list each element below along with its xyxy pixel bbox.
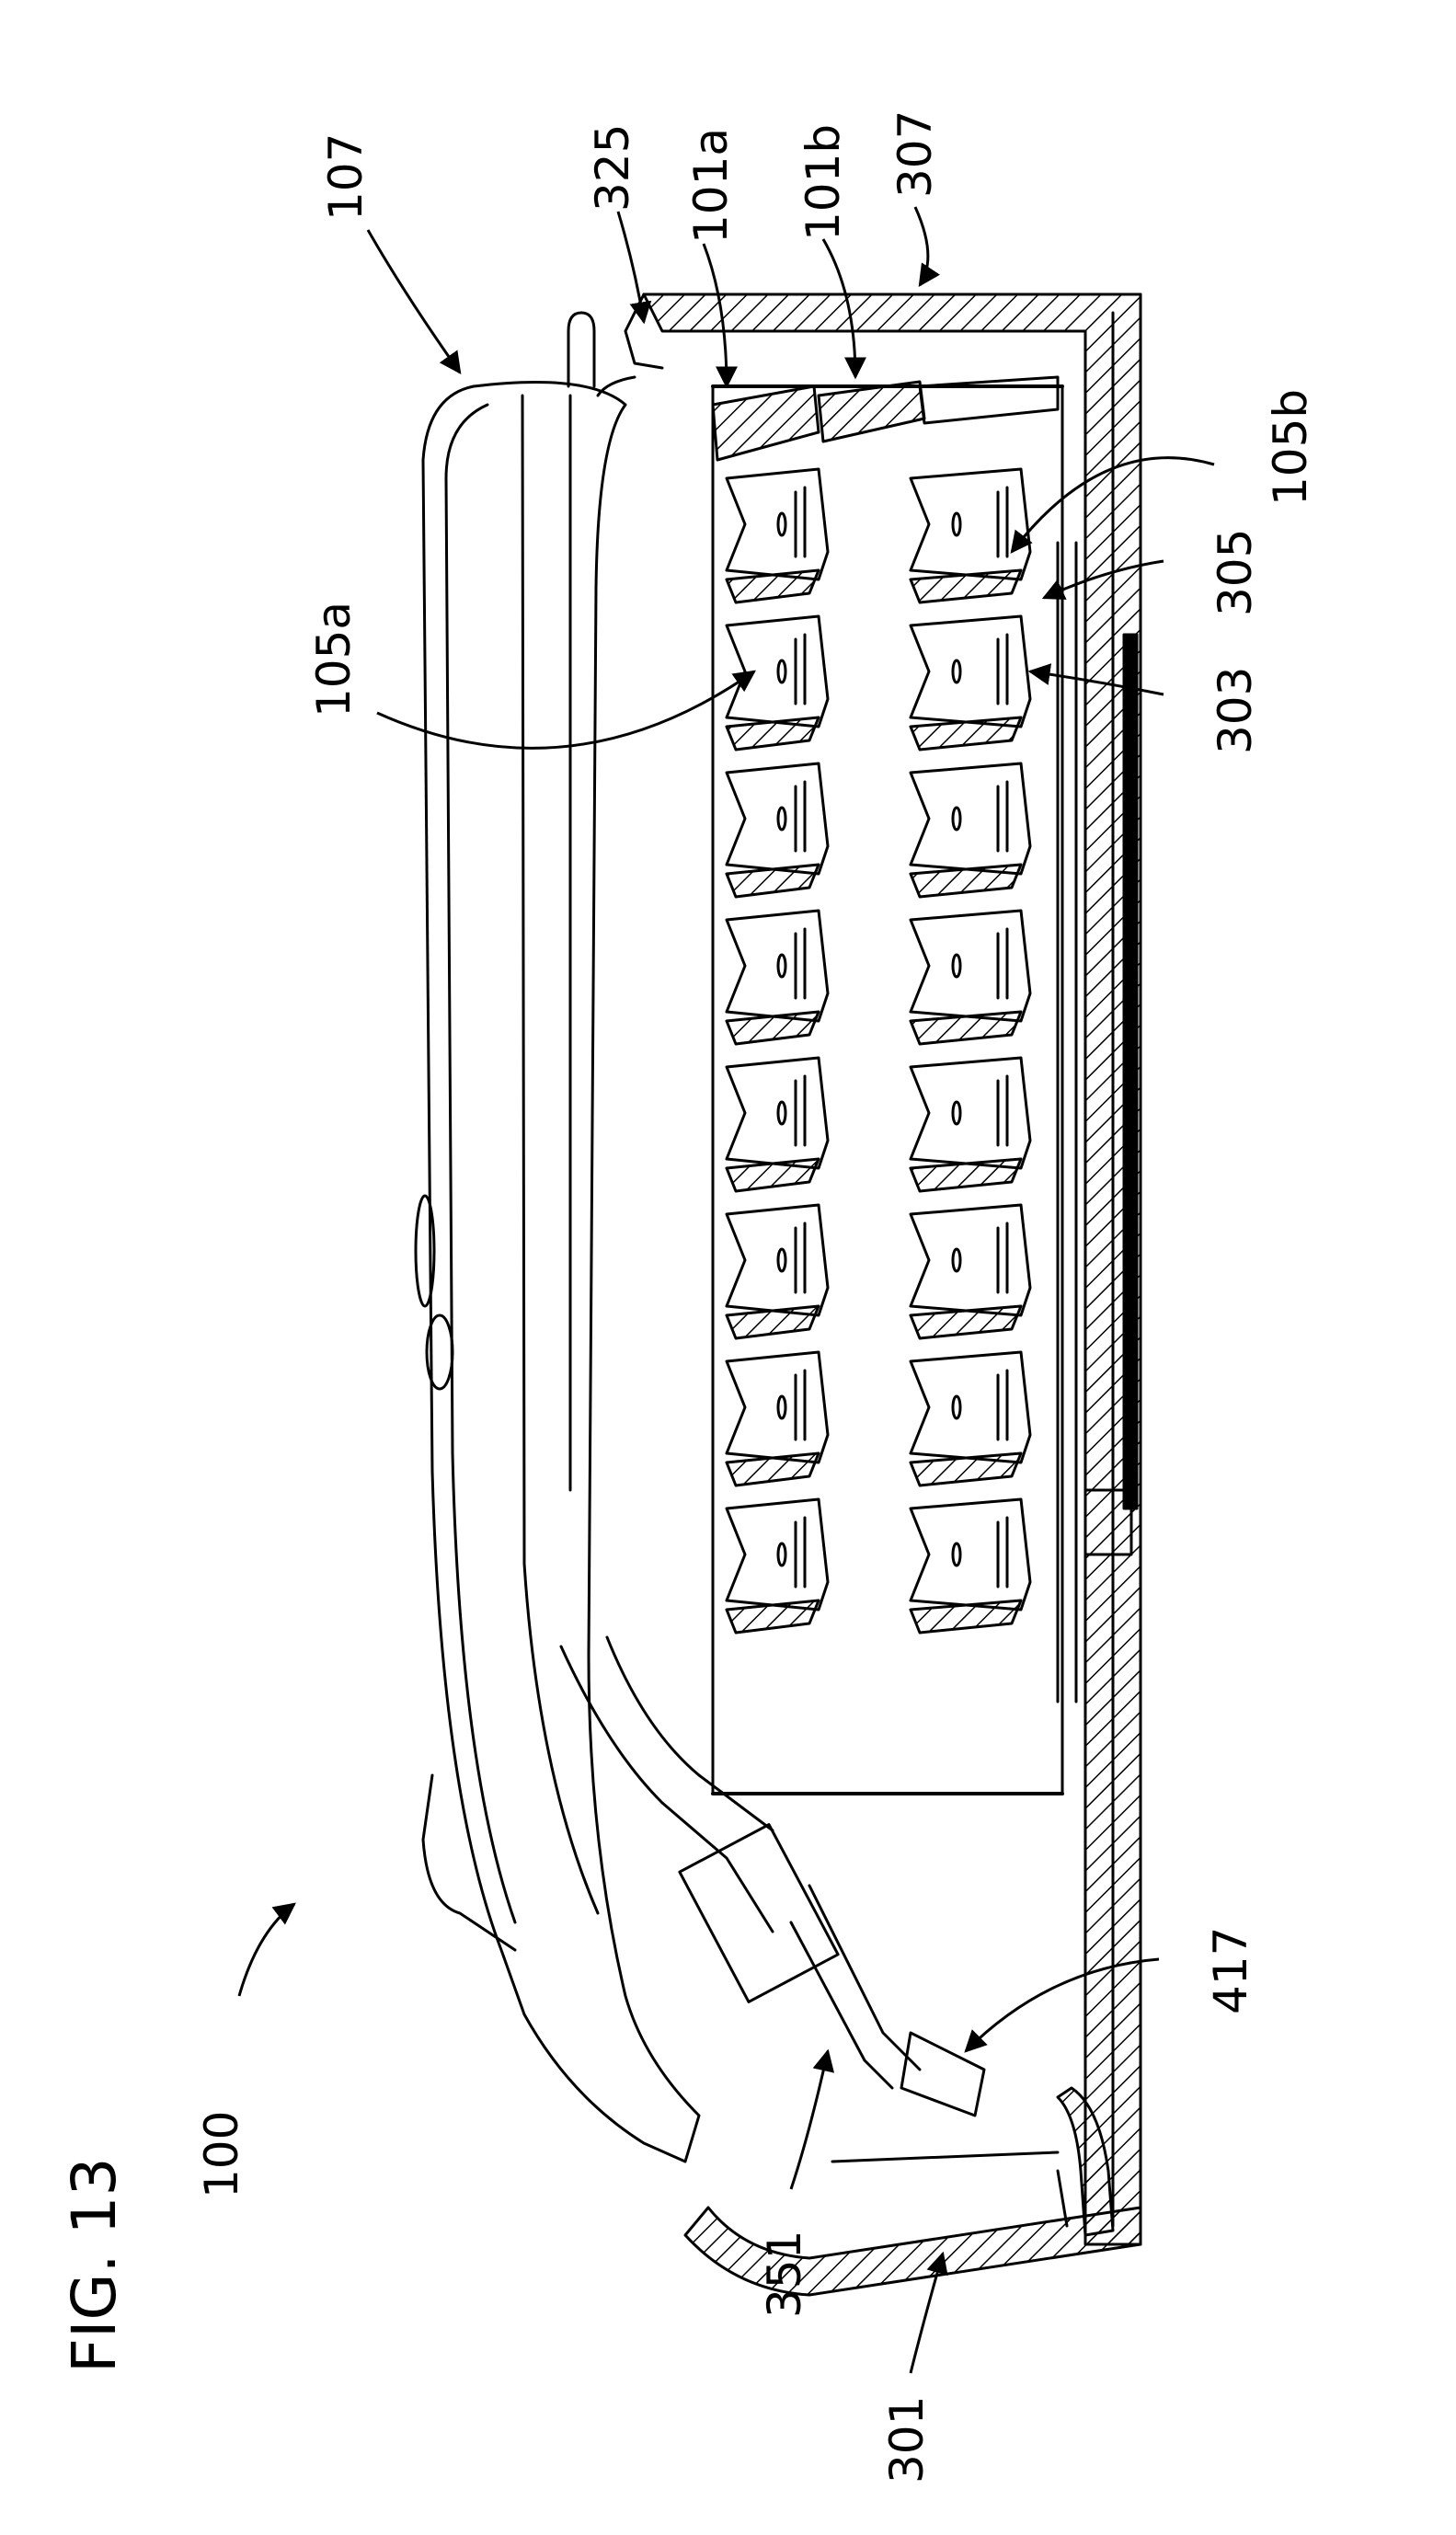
- label-303: 303: [1209, 667, 1262, 754]
- label-301: 301: [880, 2396, 934, 2483]
- needle-well: [911, 763, 1030, 874]
- needle-tip: [778, 660, 785, 682]
- needle-clip: [998, 1223, 1007, 1292]
- label-105a: 105a: [307, 602, 361, 717]
- label-101a: 101a: [684, 128, 738, 244]
- well-wall: [727, 865, 819, 897]
- well-wall: [911, 1453, 1021, 1485]
- needle-clip: [796, 1076, 805, 1145]
- well-wall: [727, 570, 819, 602]
- label-351: 351: [758, 2231, 811, 2318]
- needle-clip: [998, 488, 1007, 556]
- well-wall: [911, 1159, 1021, 1191]
- needle-tip: [778, 955, 785, 977]
- needle-well: [911, 911, 1030, 1021]
- well-wall: [727, 1600, 819, 1633]
- well-wall: [911, 570, 1021, 602]
- needle-tip: [778, 513, 785, 535]
- well-wall: [911, 1600, 1021, 1633]
- needle-tip: [778, 1543, 785, 1566]
- needle-clip: [796, 1371, 805, 1440]
- needle-well: [911, 1205, 1030, 1315]
- needle-tip: [953, 1543, 960, 1566]
- label-417: 417: [1204, 1927, 1257, 2014]
- label-307: 307: [889, 110, 942, 198]
- label-107: 107: [319, 133, 373, 221]
- leader-lines: [239, 207, 1214, 2373]
- needle-tip: [953, 808, 960, 830]
- needle-clip: [796, 1223, 805, 1292]
- needle-tip: [953, 1249, 960, 1271]
- well-wall: [911, 1306, 1021, 1338]
- needle-tip: [953, 660, 960, 682]
- needle-tip: [953, 955, 960, 977]
- needle-clip: [796, 635, 805, 704]
- needle-tip: [778, 808, 785, 830]
- well-wall: [727, 1453, 819, 1485]
- well-wall: [911, 1012, 1021, 1044]
- needle-well: [911, 1058, 1030, 1168]
- needle-clip: [998, 1371, 1007, 1440]
- needle-well: [911, 616, 1030, 727]
- needle-clip: [998, 635, 1007, 704]
- needle-clip: [796, 488, 805, 556]
- needle-clip: [796, 929, 805, 998]
- connector-assembly: [561, 1637, 984, 2116]
- needle-clip: [796, 1518, 805, 1587]
- well-wall: [911, 717, 1021, 750]
- well-wall: [727, 1159, 819, 1191]
- needle-well: [911, 1499, 1030, 1610]
- needle-well: [911, 469, 1030, 579]
- needle-clip: [796, 782, 805, 851]
- needle-clip: [998, 929, 1007, 998]
- cap-body-107: [416, 313, 699, 2162]
- needle-tip: [778, 1249, 785, 1271]
- needle-well: [911, 1352, 1030, 1462]
- well-wall: [727, 717, 819, 750]
- well-wall: [727, 1306, 819, 1338]
- well-wall: [911, 865, 1021, 897]
- needle-clip: [998, 1076, 1007, 1145]
- label-101b: 101b: [797, 124, 850, 241]
- needle-tip: [953, 513, 960, 535]
- needle-tip: [953, 1102, 960, 1124]
- needle-tip: [778, 1102, 785, 1124]
- needle-clip: [998, 782, 1007, 851]
- needle-clip: [998, 1518, 1007, 1587]
- needle-tip: [778, 1396, 785, 1418]
- base-cup-301: [685, 2088, 1141, 2295]
- well-wall: [727, 1012, 819, 1044]
- needle-array: [727, 469, 1030, 1633]
- needle-tip: [953, 1396, 960, 1418]
- label-100: 100: [195, 2111, 248, 2198]
- label-305: 305: [1209, 529, 1262, 616]
- label-325: 325: [586, 124, 639, 212]
- figure-title: FIG. 13: [59, 2157, 130, 2373]
- label-105b: 105b: [1264, 389, 1317, 506]
